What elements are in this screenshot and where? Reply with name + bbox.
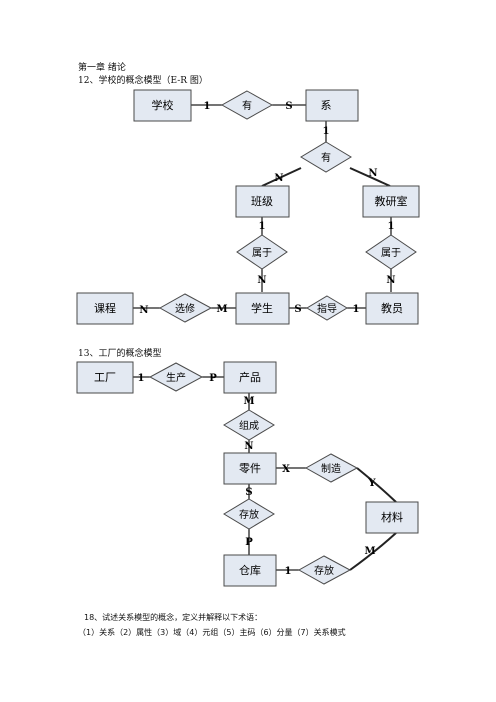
card-elective-student: M — [216, 304, 227, 315]
card-manufacture-material: Y — [367, 478, 376, 489]
card-store-material-material: M — [364, 546, 375, 557]
card-store-material-warehouse: 1 — [285, 566, 292, 577]
svg-text:制造: 制造 — [321, 462, 341, 475]
svg-text:教研室: 教研室 — [375, 194, 408, 208]
entity-part: 零件 — [223, 452, 277, 485]
relationship-produce: 生产 — [148, 362, 204, 392]
entity-material: 材料 — [365, 501, 419, 534]
card-class-belongs-class: 1 — [259, 221, 266, 232]
svg-text:指导: 指导 — [317, 302, 337, 315]
svg-text:仓库: 仓库 — [239, 563, 261, 577]
svg-text:零件: 零件 — [239, 462, 261, 475]
card-store-part-warehouse: P — [245, 537, 253, 548]
svg-text:教员: 教员 — [381, 302, 403, 315]
card-manufacture-part: X — [282, 464, 290, 475]
card-school-has-dept-dept: S — [285, 101, 292, 112]
factory-diagram-title: 13、工厂的概念模型 — [78, 349, 162, 359]
card-produce-factory: 1 — [138, 373, 145, 384]
svg-text:组成: 组成 — [239, 419, 259, 432]
school-er-diagram: 学校 系 班级 教研室 课程 学生 教员 有 — [76, 89, 420, 325]
relationship-elective: 选修 — [158, 293, 213, 323]
entity-student: 学生 — [235, 292, 290, 325]
chapter-heading: 第一章 绪论 — [78, 63, 126, 73]
card-compose-product: M — [243, 396, 254, 407]
card-class-belongs-student: N — [257, 275, 266, 286]
entity-course: 课程 — [76, 292, 134, 325]
svg-text:系: 系 — [321, 99, 332, 112]
card-store-part-part: S — [245, 487, 252, 498]
svg-text:学生: 学生 — [251, 301, 273, 315]
school-diagram-title: 12、学校的概念模型（E-R 图） — [78, 76, 208, 86]
entity-product: 产品 — [223, 361, 277, 394]
entity-warehouse: 仓库 — [223, 554, 277, 587]
card-teacher-belongs-teacher: N — [386, 275, 395, 286]
svg-text:选修: 选修 — [175, 302, 195, 315]
relationship-manufacture: 制造 — [304, 453, 359, 483]
svg-text:材料: 材料 — [381, 510, 403, 524]
svg-text:班级: 班级 — [251, 195, 273, 208]
svg-text:产品: 产品 — [239, 370, 261, 384]
card-teacher-belongs-lab: 1 — [388, 221, 395, 232]
relationship-class-belongs: 属于 — [236, 234, 288, 270]
entity-department: 系 — [305, 89, 359, 122]
relationship-advise: 指导 — [306, 295, 348, 321]
card-advise-student: S — [294, 304, 301, 315]
question-18-heading: 18、试述关系模型的概念，定义并解释以下术语： — [84, 613, 263, 622]
question-18-terms: （1）关系（2）属性（3）域（4）元组（5）主码（6）分量（7）关系模式 — [78, 628, 346, 637]
svg-text:属于: 属于 — [252, 247, 272, 259]
entity-teacher: 教员 — [365, 292, 419, 325]
card-produce-product: P — [209, 373, 217, 384]
svg-text:工厂: 工厂 — [94, 371, 116, 384]
card-compose-part: N — [244, 441, 253, 452]
svg-text:属于: 属于 — [381, 247, 401, 259]
svg-text:课程: 课程 — [94, 302, 116, 315]
card-school-has-dept-school: 1 — [204, 101, 211, 112]
relationship-store-part: 存放 — [223, 498, 275, 530]
entity-factory: 工厂 — [76, 361, 134, 394]
svg-text:学校: 学校 — [152, 98, 174, 112]
entity-school: 学校 — [133, 89, 192, 122]
svg-text:有: 有 — [321, 151, 331, 164]
card-elective-course: N — [139, 305, 148, 316]
card-dept-has-lab: N — [368, 168, 377, 179]
card-advise-teacher: 1 — [353, 304, 360, 315]
svg-text:生产: 生产 — [166, 371, 186, 384]
svg-text:有: 有 — [242, 99, 252, 112]
factory-er-diagram: 工厂 产品 零件 材料 仓库 生产 组成 制造 — [76, 361, 419, 587]
svg-text:存放: 存放 — [314, 564, 334, 577]
svg-text:存放: 存放 — [239, 508, 259, 521]
entity-class: 班级 — [235, 185, 290, 218]
entity-lab: 教研室 — [362, 185, 420, 218]
relationship-store-material: 存放 — [297, 555, 352, 585]
card-dept-has-class: N — [274, 173, 283, 184]
relationship-department-has: 有 — [300, 141, 352, 173]
card-dept-has-dept: 1 — [323, 126, 330, 137]
relationship-school-has-department: 有 — [220, 90, 274, 120]
relationship-teacher-belongs: 属于 — [365, 234, 417, 270]
relationship-compose: 组成 — [223, 409, 275, 441]
